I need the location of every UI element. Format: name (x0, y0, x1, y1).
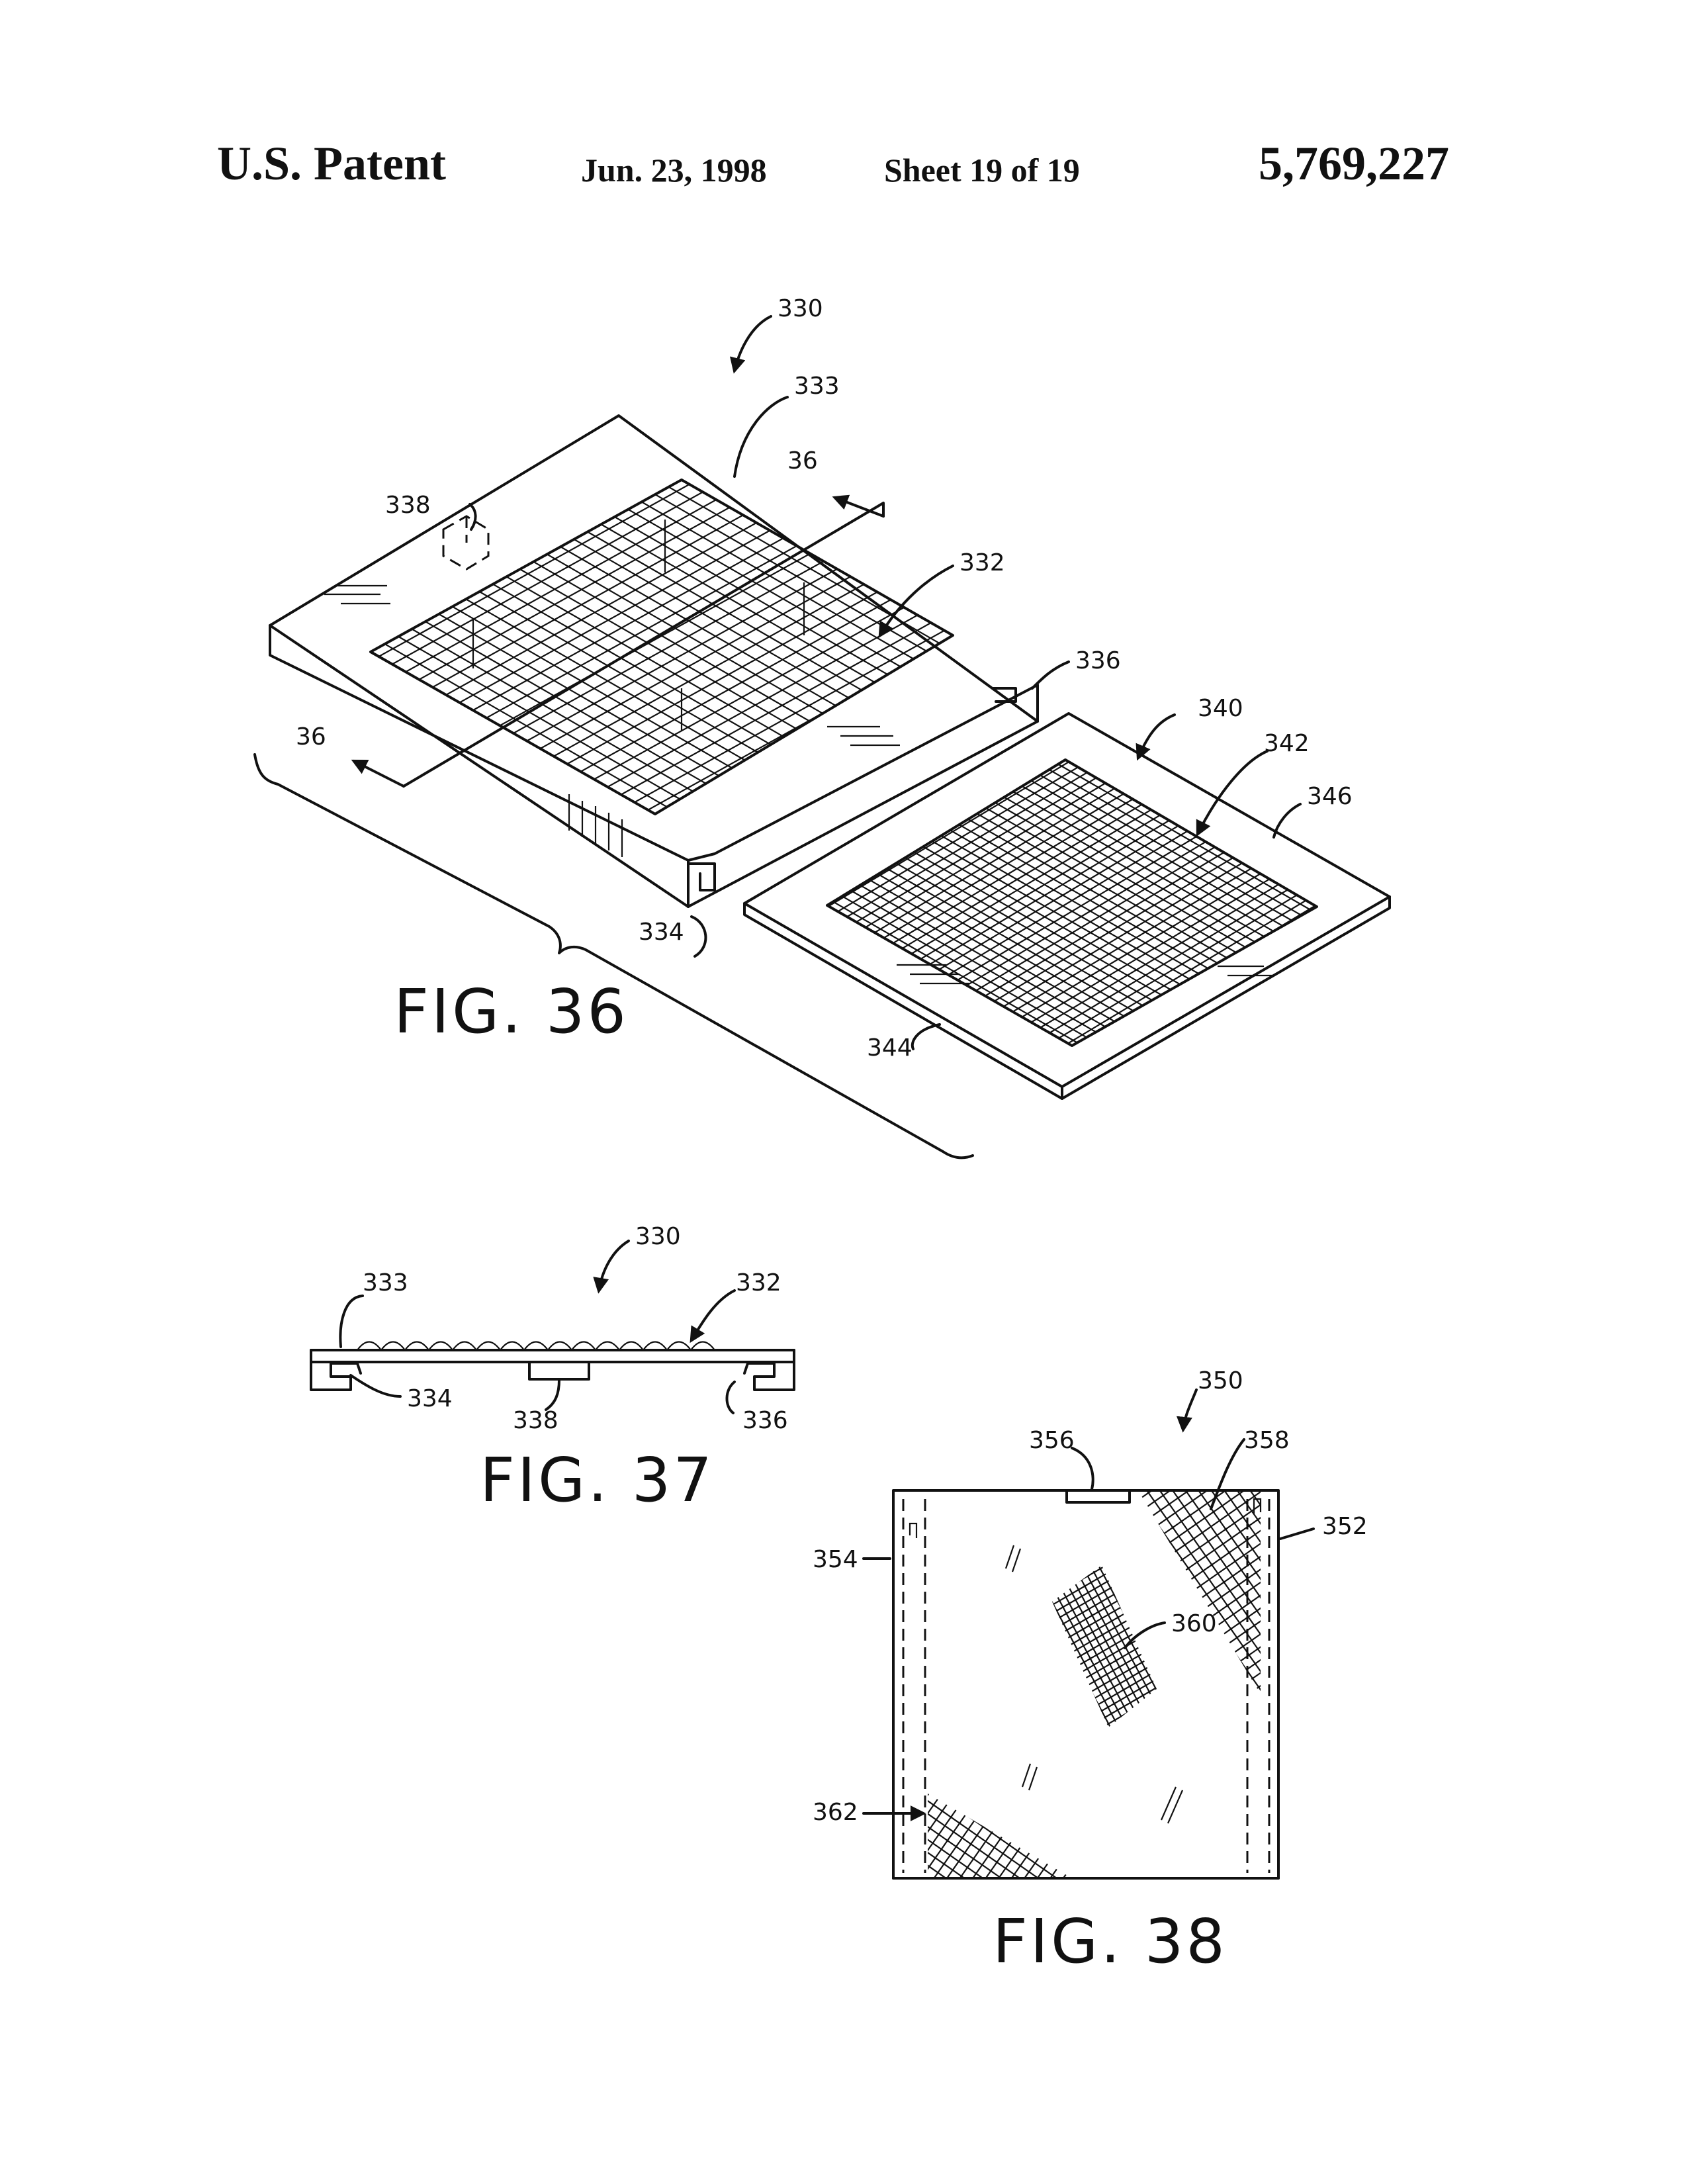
ref-338: 338 (513, 1407, 558, 1434)
patent-label: U.S. Patent (217, 137, 446, 190)
ref-340: 340 (1198, 695, 1243, 722)
fig36-caption: FIG. 36 (394, 976, 629, 1047)
ref-354: 354 (813, 1546, 858, 1573)
ref-336: 336 (1075, 647, 1121, 674)
ref-332: 332 (736, 1269, 781, 1297)
ref-330: 330 (635, 1223, 681, 1250)
fig38-caption: FIG. 38 (993, 1906, 1227, 1977)
patent-date: Jun. 23, 1998 (581, 152, 767, 189)
ref-362: 362 (813, 1799, 858, 1826)
ref-36-top: 36 (787, 447, 818, 475)
ref-346: 346 (1307, 783, 1353, 810)
patent-number: 5,769,227 (1259, 137, 1449, 190)
ref-334: 334 (407, 1385, 453, 1412)
ref-338: 338 (385, 492, 431, 519)
ref-342: 342 (1264, 730, 1310, 757)
ref-350: 350 (1198, 1367, 1243, 1394)
ref-334: 334 (639, 919, 684, 946)
ref-360: 360 (1171, 1610, 1217, 1637)
fig37-drawing: 330 333 332 334 338 336 FIG. 37 (310, 1223, 795, 1516)
ref-330: 330 (778, 295, 823, 322)
ref-333: 333 (363, 1269, 408, 1297)
fig38-drawing: 350 356 358 352 354 360 362 FIG. 38 (813, 1367, 1368, 1977)
fig36-drawing: 330 333 338 36 332 336 36 340 342 346 33… (253, 295, 1391, 1160)
ref-332: 332 (959, 549, 1005, 576)
ref-352: 352 (1322, 1513, 1368, 1540)
sheet-number: Sheet 19 of 19 (884, 152, 1080, 189)
ref-358: 358 (1244, 1427, 1290, 1454)
fig37-caption: FIG. 37 (480, 1445, 715, 1516)
ref-344: 344 (867, 1034, 913, 1062)
ref-356: 356 (1029, 1427, 1075, 1454)
ref-333: 333 (794, 373, 840, 400)
ref-336: 336 (742, 1407, 788, 1434)
ref-36-bottom: 36 (296, 723, 326, 751)
